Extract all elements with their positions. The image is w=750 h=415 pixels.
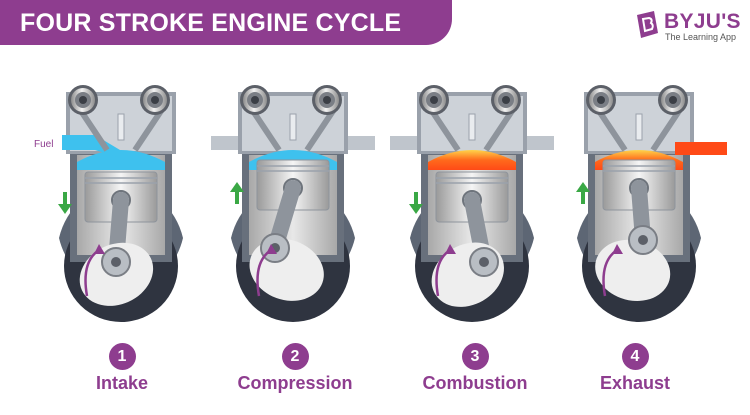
arrow-shaft [63, 192, 67, 204]
valve-rocker [586, 85, 616, 115]
port-block [527, 136, 554, 150]
intake-valve-stem [248, 106, 282, 152]
stage-number-badge: 2 [281, 343, 309, 370]
valve-rocker [491, 85, 521, 115]
intake-valve-stem [594, 106, 628, 152]
rocker-hub [430, 96, 438, 104]
fuel-label: Fuel [34, 139, 54, 150]
crank-web [595, 239, 671, 301]
arrow-up-icon [576, 182, 590, 192]
stage-label: Intake [95, 373, 149, 393]
spark-plug [289, 113, 297, 141]
rocker-hub [597, 96, 605, 104]
brand-name: BYJU'S [664, 10, 741, 33]
spark-plug [635, 113, 643, 141]
port-block [390, 136, 417, 150]
spark-plug [117, 113, 125, 141]
exhaust-valve-stem [304, 106, 338, 152]
crank-pin-hub [638, 235, 648, 245]
engine-intake [58, 85, 183, 322]
arrow-up-icon [230, 182, 244, 192]
brand-logo-icon [637, 11, 658, 38]
stage-exhaust: 4 Exhaust [545, 343, 725, 394]
exhaust-valve-stem [132, 106, 166, 152]
stage-label: Combustion [422, 373, 528, 393]
arrow-down-icon [58, 204, 72, 214]
rocker-hub [323, 96, 331, 104]
valve-rocker [658, 85, 688, 115]
combustion-chamber-charge [428, 150, 516, 170]
port-block [211, 136, 238, 150]
crank-pin-hub [479, 257, 489, 267]
engine-combustion [390, 85, 554, 322]
stage-label: Exhaust [599, 373, 671, 393]
stage-label: Compression [237, 373, 353, 393]
port-block [348, 136, 375, 150]
arrow-shaft [581, 192, 585, 204]
intake-valve-stem [76, 106, 110, 152]
combustion-chamber-charge [77, 150, 165, 170]
stage-number-badge: 1 [108, 343, 136, 370]
spark-plug [468, 113, 476, 141]
rocker-hub [502, 96, 510, 104]
exhaust-valve-stem [483, 106, 517, 152]
exhaust-port [675, 142, 727, 155]
rocker-hub [251, 96, 259, 104]
stage-number-badge: 3 [461, 343, 489, 370]
valve-rocker [68, 85, 98, 115]
rotation-arrow-icon [612, 244, 623, 254]
valve-rocker [312, 85, 342, 115]
valve-rocker [140, 85, 170, 115]
engine-compression [211, 85, 375, 322]
valve-rocker [240, 85, 270, 115]
stage-intake: 1 Intake [32, 343, 212, 394]
rotation-arrow-icon [445, 244, 456, 254]
intake-port [62, 135, 97, 150]
brand-block: BYJU'S The Learning App [634, 10, 744, 44]
page-title: FOUR STROKE ENGINE CYCLE [20, 9, 402, 37]
engine-exhaust [576, 85, 727, 322]
exhaust-valve-stem [650, 106, 684, 152]
rotation-arrow-icon [94, 244, 105, 254]
crank-pin-hub [111, 257, 121, 267]
valve-rocker [419, 85, 449, 115]
rotation-arrow-icon [266, 244, 277, 254]
stage-combustion: 3 Combustion [385, 343, 565, 394]
rocker-hub [669, 96, 677, 104]
arrow-shaft [235, 192, 239, 204]
brand-tagline: The Learning App [665, 32, 737, 42]
stage-number-badge: 4 [621, 343, 649, 370]
intake-valve-stem [427, 106, 461, 152]
title-banner: FOUR STROKE ENGINE CYCLE [0, 0, 452, 45]
stage-compression: 2 Compression [205, 343, 385, 394]
arrow-shaft [414, 192, 418, 204]
arrow-down-icon [409, 204, 423, 214]
rocker-hub [79, 96, 87, 104]
rocker-hub [151, 96, 159, 104]
